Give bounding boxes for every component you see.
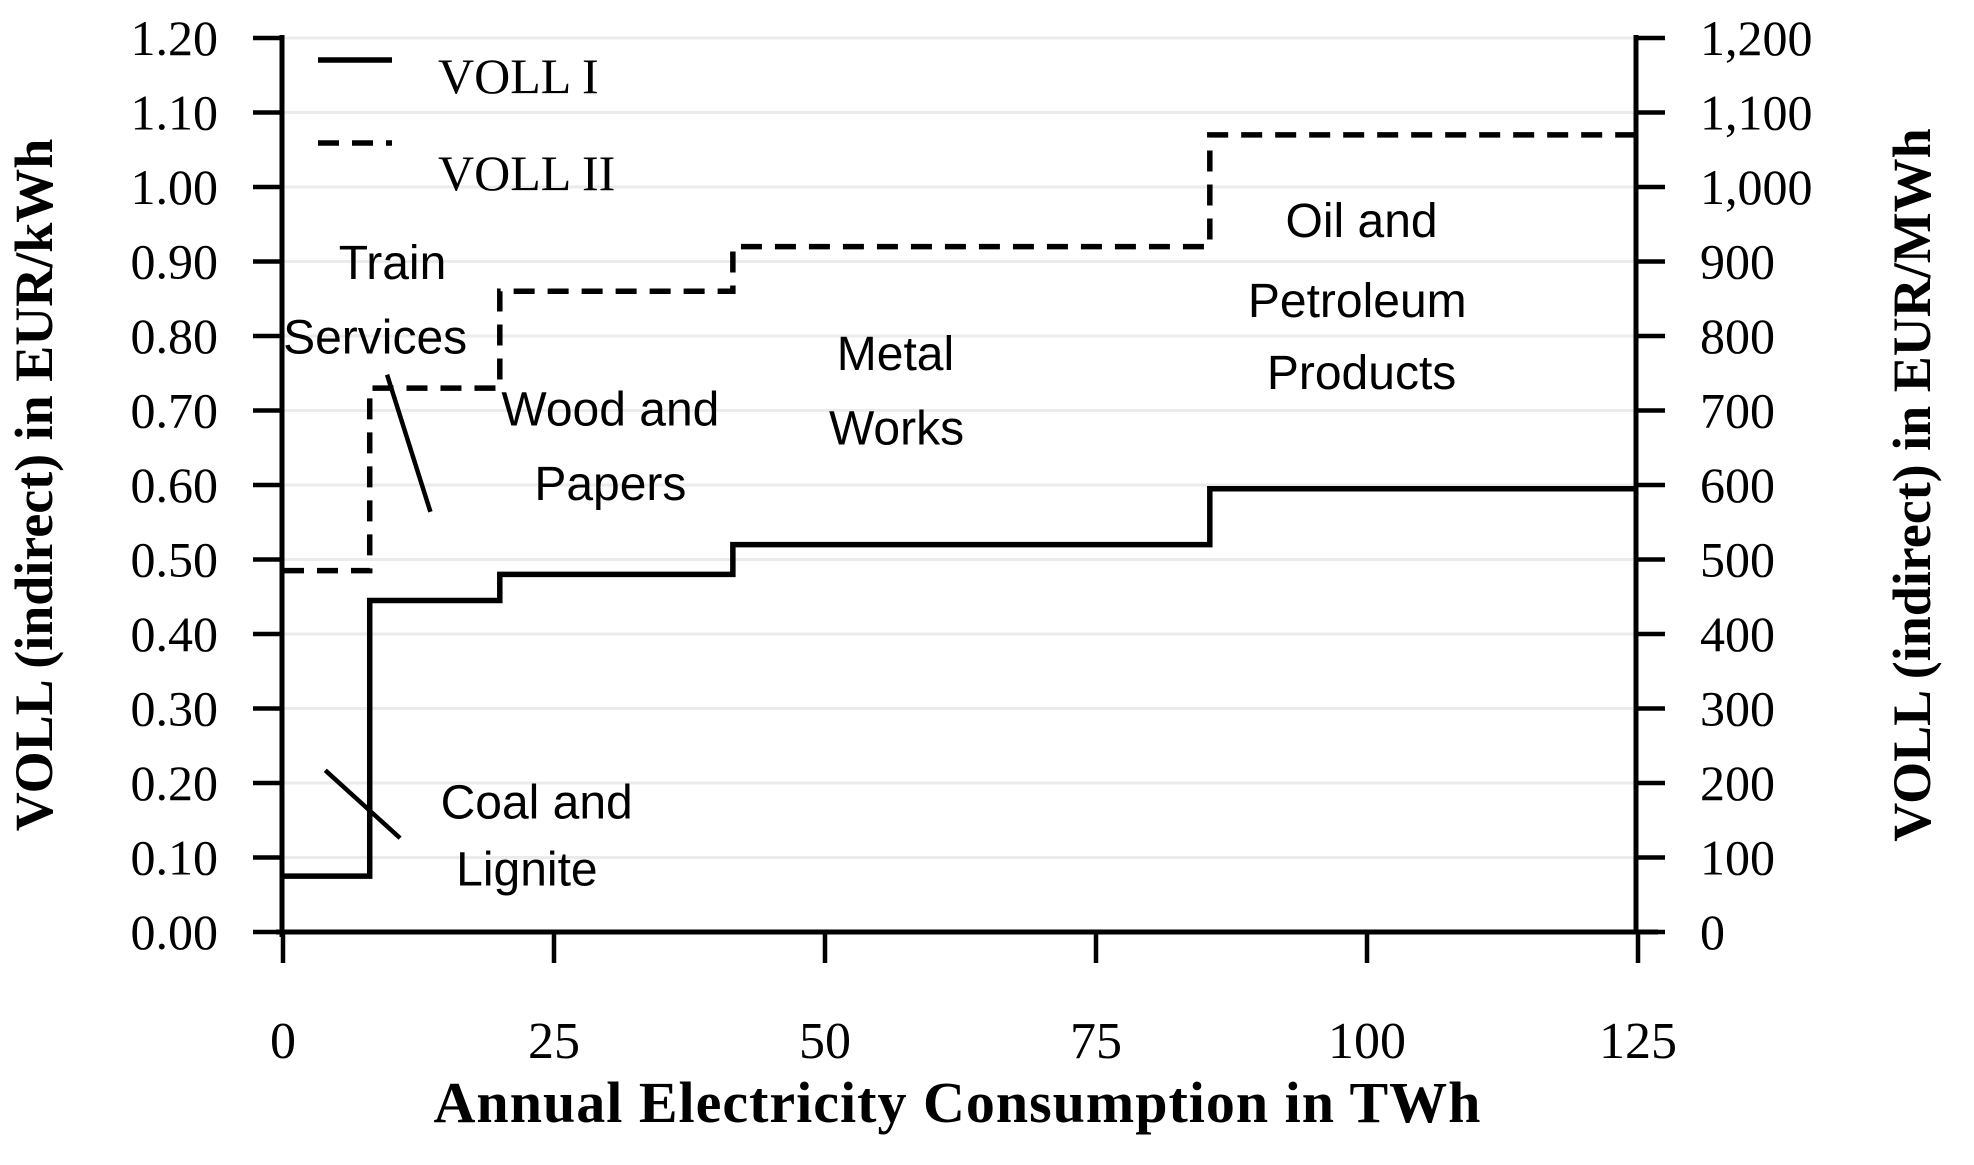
gridlines — [284, 36, 1637, 859]
x-tick-label: 125 — [1599, 1013, 1677, 1070]
annotation-services: Services — [283, 312, 467, 365]
y-left-tick-label: 1.00 — [131, 159, 219, 215]
annotation-lignite: Lignite — [456, 844, 597, 897]
x-tick-label: 100 — [1328, 1013, 1406, 1070]
y-right-tick-label: 400 — [1700, 606, 1775, 662]
y-right-tick-label: 600 — [1700, 457, 1775, 513]
annotation-petroleum: Petroleum — [1248, 275, 1467, 328]
annotation-wood-and: Wood and — [501, 383, 719, 436]
x-tick-label: 75 — [1070, 1013, 1122, 1070]
y-left-tick-label: 0.50 — [131, 532, 219, 588]
y-left-tick-label: 0.90 — [131, 234, 219, 290]
y-right-tick-label: 800 — [1700, 308, 1775, 364]
y-left-tick-label: 0.80 — [131, 308, 219, 364]
annotation-leader-line — [323, 768, 402, 840]
y-left-tick-label: 1.20 — [131, 10, 219, 66]
axis-titles: VOLL (indirect) in EUR/kWh VOLL (indirect… — [4, 128, 1942, 1135]
y-right-tick-label: 700 — [1700, 383, 1775, 439]
series-voll-i — [283, 485, 1638, 879]
y-right-tick-label: 1,200 — [1700, 10, 1813, 66]
annotation-papers: Papers — [534, 458, 686, 511]
y-right-tick-label: 100 — [1700, 830, 1775, 886]
legend-label: VOLL II — [438, 145, 615, 201]
legend: VOLL I VOLL II — [318, 48, 615, 201]
y-right-tick-label: 0 — [1700, 904, 1725, 960]
data-series — [283, 132, 1638, 879]
y-left-tick-label: 0.70 — [131, 383, 219, 439]
y-left-tick-label: 0.10 — [131, 830, 219, 886]
annotation-train: Train — [339, 237, 447, 290]
leader-lines — [323, 374, 433, 840]
y-right-tick-label: 900 — [1700, 234, 1775, 290]
axis-tick-labels: 0.00 0.10 0.20 0.30 0.40 0.50 0.60 0.70 0.80 0.90… — [131, 10, 1813, 1070]
y-left-tick-label: 0.30 — [131, 681, 219, 737]
y-right-axis-title: VOLL (indirect) in EUR/MWh — [1882, 128, 1942, 841]
annotation-products: Products — [1267, 347, 1456, 400]
y-right-tick-label: 500 — [1700, 532, 1775, 588]
x-tick-label: 0 — [270, 1013, 296, 1070]
annotation-works: Works — [829, 403, 964, 456]
y-left-tick-label: 0.20 — [131, 755, 219, 811]
series-voll-ii — [283, 132, 1638, 574]
x-axis-title: Annual Electricity Consumption in TWh — [434, 1070, 1482, 1135]
axis-ticks — [253, 35, 1665, 963]
y-left-tick-label: 0.00 — [131, 904, 219, 960]
annotation-leader-line — [384, 374, 433, 513]
y-right-tick-label: 300 — [1700, 681, 1775, 737]
x-tick-label: 25 — [528, 1013, 580, 1070]
y-left-tick-label: 0.60 — [131, 457, 219, 513]
y-left-tick-label: 1.10 — [131, 85, 219, 141]
annotation-coal-and: Coal and — [441, 777, 633, 830]
y-right-tick-label: 200 — [1700, 755, 1775, 811]
y-left-tick-label: 0.40 — [131, 606, 219, 662]
legend-label: VOLL I — [438, 48, 599, 104]
annotation-oil-and: Oil and — [1286, 195, 1438, 248]
y-left-axis-title: VOLL (indirect) in EUR/kWh — [4, 139, 64, 832]
y-right-tick-label: 1,100 — [1700, 85, 1813, 141]
annotation-metal: Metal — [837, 328, 954, 381]
y-right-tick-label: 1,000 — [1700, 159, 1813, 215]
x-tick-label: 50 — [799, 1013, 851, 1070]
